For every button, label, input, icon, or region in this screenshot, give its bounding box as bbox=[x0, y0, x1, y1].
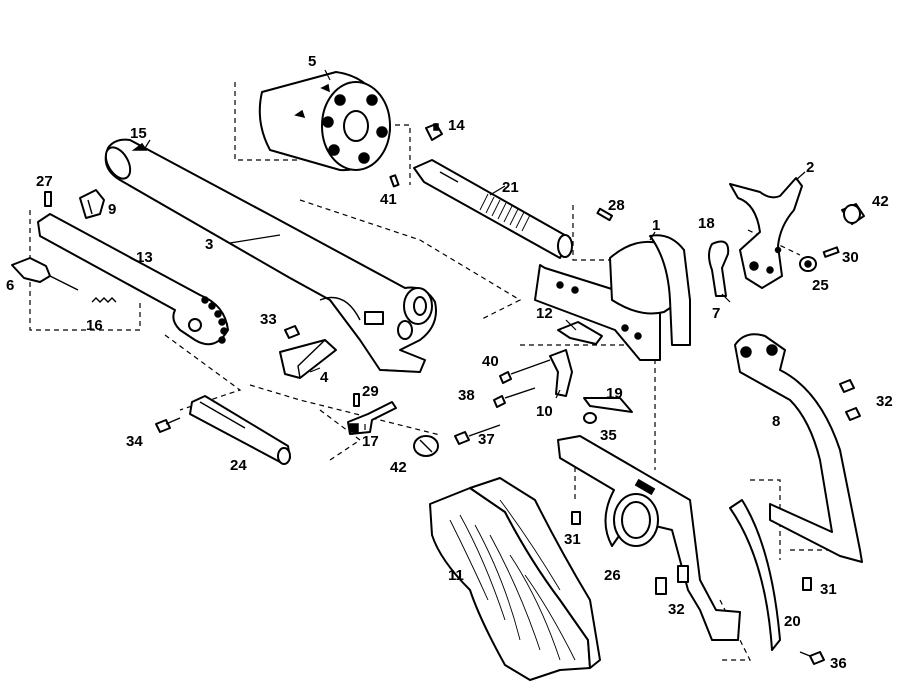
callout-27: 27 bbox=[36, 173, 53, 190]
part-41-pin bbox=[389, 174, 400, 188]
callout-20: 20 bbox=[784, 613, 801, 630]
callout-41: 41 bbox=[380, 191, 397, 208]
callout-9: 9 bbox=[108, 201, 116, 218]
part-1-frame bbox=[534, 234, 691, 361]
callout-24: 24 bbox=[230, 457, 247, 474]
callout-16: 16 bbox=[86, 317, 103, 334]
callout-11: 11 bbox=[448, 567, 464, 584]
callout-36: 36 bbox=[830, 655, 847, 672]
part-16-spring bbox=[91, 297, 117, 303]
part-2-hammer bbox=[729, 177, 803, 289]
part-12-bolt bbox=[557, 321, 603, 345]
part-17-latch bbox=[347, 401, 397, 435]
callout-8: 8 bbox=[772, 413, 780, 430]
part-37-screw bbox=[454, 424, 501, 445]
part-27-pin bbox=[44, 191, 52, 207]
callout-35: 35 bbox=[600, 427, 617, 444]
callout-14: 14 bbox=[448, 117, 465, 134]
callout-13: 13 bbox=[136, 249, 153, 266]
part-30-pin bbox=[822, 246, 840, 258]
part-10-trigger bbox=[549, 349, 573, 397]
part-29-pin bbox=[353, 393, 360, 407]
part-38-screw bbox=[493, 387, 536, 408]
part-26-trigger-guard bbox=[557, 435, 741, 641]
part-11-grip bbox=[429, 477, 601, 681]
part-5-cylinder bbox=[258, 71, 391, 172]
part-13-loading-lever bbox=[37, 213, 229, 346]
callout-32: 32 bbox=[876, 393, 893, 410]
part-28-pin bbox=[596, 207, 614, 222]
callout-17: 17 bbox=[362, 433, 379, 450]
callout-30: 30 bbox=[842, 249, 859, 266]
callout-2: 2 bbox=[806, 159, 814, 176]
callout-6: 6 bbox=[6, 277, 14, 294]
callout-19: 19 bbox=[606, 385, 623, 402]
callout-42b: 42 bbox=[390, 459, 407, 476]
callout-29: 29 bbox=[362, 383, 379, 400]
part-31-screws bbox=[571, 511, 812, 591]
callout-42: 42 bbox=[872, 193, 889, 210]
callout-labels: 1 2 3 4 5 6 7 8 9 10 11 12 13 14 15 16 1… bbox=[6, 53, 893, 672]
callout-12: 12 bbox=[536, 305, 553, 322]
part-42-screw-lower bbox=[413, 435, 439, 457]
callout-38: 38 bbox=[458, 387, 475, 404]
callout-18: 18 bbox=[698, 215, 715, 232]
callout-37: 37 bbox=[478, 431, 495, 448]
callout-21: 21 bbox=[502, 179, 519, 196]
part-42-screw-upper bbox=[841, 203, 865, 225]
part-6-latch bbox=[11, 257, 79, 291]
callout-25: 25 bbox=[812, 277, 829, 294]
part-3-barrel bbox=[104, 138, 437, 373]
part-18-hand bbox=[708, 240, 730, 297]
callout-31b: 31 bbox=[820, 581, 837, 598]
callout-31: 31 bbox=[564, 531, 581, 548]
part-20-strap bbox=[729, 499, 781, 651]
part-36-screw bbox=[799, 651, 825, 665]
callout-40: 40 bbox=[482, 353, 499, 370]
part-9-wedge bbox=[79, 189, 105, 219]
callout-7: 7 bbox=[712, 305, 720, 322]
part-32-screws-right bbox=[839, 379, 861, 421]
part-33-screw bbox=[284, 325, 300, 339]
part-8-backstrap bbox=[734, 333, 863, 563]
callout-5: 5 bbox=[308, 53, 316, 70]
callout-34: 34 bbox=[126, 433, 143, 450]
part-34-screw bbox=[155, 417, 181, 433]
callout-32b: 32 bbox=[668, 601, 685, 618]
callout-26: 26 bbox=[604, 567, 621, 584]
part-15-front-sight bbox=[131, 142, 148, 151]
part-40-screw bbox=[499, 359, 551, 384]
part-19-spring bbox=[583, 397, 633, 413]
part-35-screw bbox=[583, 412, 597, 424]
callout-33: 33 bbox=[260, 311, 277, 328]
part-4-block bbox=[279, 339, 337, 379]
leader-lines bbox=[129, 69, 806, 430]
part-25-washer bbox=[799, 256, 817, 272]
part-21-arbor bbox=[413, 159, 573, 259]
part-14-nipple bbox=[425, 123, 443, 141]
assembly-guide-lines bbox=[29, 82, 860, 661]
callout-3: 3 bbox=[205, 236, 213, 253]
callout-1: 1 bbox=[652, 217, 660, 234]
callout-4: 4 bbox=[320, 369, 329, 386]
part-24-rammer bbox=[189, 395, 291, 465]
part-32-screws-bottom bbox=[655, 565, 689, 595]
callout-15: 15 bbox=[130, 125, 147, 142]
callout-10: 10 bbox=[536, 403, 553, 420]
callout-28: 28 bbox=[608, 197, 625, 214]
